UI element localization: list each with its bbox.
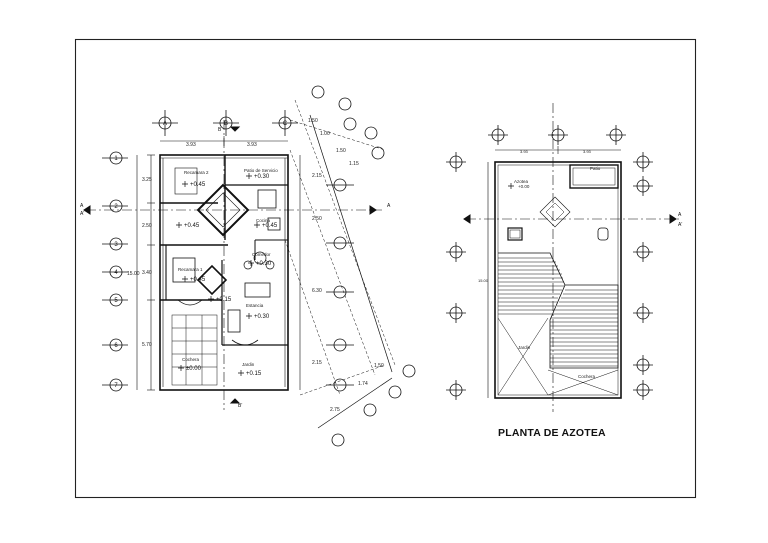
axis-label: 4: [114, 270, 118, 276]
cut-label: B: [218, 127, 222, 133]
dim-text: 1.50: [308, 118, 318, 124]
roof-hatch: [498, 252, 619, 369]
dim-text: 2.50: [142, 223, 152, 229]
room-label: Cochera: [182, 357, 200, 362]
dim-text: 2.75: [330, 407, 340, 413]
room-label: Recamara 1: [178, 267, 203, 272]
level-mark: +0.30: [254, 174, 270, 180]
roof-plan: Azotea Patio Jardin Cochera +0.00 3.93 3…: [446, 103, 682, 412]
dim-text: 3.25: [142, 177, 152, 183]
dim-text: 15.00: [478, 278, 489, 283]
roof-label: Patio: [590, 166, 601, 171]
axis-label: 6: [114, 343, 118, 349]
level-mark: +0.45: [190, 277, 206, 283]
cut-label: A': [678, 222, 682, 228]
axis-label: 3: [114, 242, 118, 248]
roof-label: Azotea: [514, 179, 529, 184]
roof-plan-title: PLANTA DE AZOTEA: [498, 427, 606, 439]
dim-text: 3.93: [186, 142, 196, 148]
room-label: Cocina: [256, 218, 271, 223]
room-label: Recamara 2: [184, 170, 209, 175]
dim-text: 3.93: [583, 149, 592, 154]
level-mark: +0.15: [246, 371, 262, 377]
level-mark: ±0.00: [186, 366, 202, 372]
dim-text: 2.15: [312, 173, 322, 179]
dim-text: 1.50: [336, 148, 346, 154]
room-label: Comedor: [252, 252, 271, 257]
axis-label: A: [163, 121, 167, 127]
room-label: Patio de Servicio: [244, 168, 278, 173]
axis-label: C: [283, 121, 288, 127]
level-mark: +0.30: [256, 261, 272, 267]
cut-label: A: [678, 212, 682, 218]
roof-level: +0.00: [518, 184, 530, 189]
dim-text: 1.15: [349, 161, 359, 167]
axis-label: 2: [114, 204, 118, 210]
level-mark: +0.45: [190, 182, 206, 188]
dim-text: 1.50: [374, 363, 384, 369]
roof-outline: [494, 161, 622, 399]
roof-label: Cochera: [578, 374, 596, 379]
dim-text: 3.93: [247, 142, 257, 148]
dim-text: 1.74: [358, 381, 368, 387]
axis-label: 7: [114, 383, 118, 389]
axis-label: 5: [114, 298, 118, 304]
roof-label: Jardin: [518, 345, 531, 350]
dim-text: 6.30: [312, 288, 322, 294]
dim-text: 1.00: [320, 131, 330, 137]
room-label: Estancia: [246, 303, 264, 308]
ground-floor-plan: Recamara 2 Patio de Servicio Cocina Come…: [80, 85, 416, 447]
room-label: Jardin: [242, 362, 255, 367]
cut-label: A: [387, 203, 391, 209]
dim-text: 3.40: [142, 270, 152, 276]
level-mark: +0.45: [184, 223, 200, 229]
dim-text: 2.15: [312, 360, 322, 366]
cut-label: A': [80, 211, 84, 217]
level-mark: +0.30: [254, 314, 270, 320]
cut-label: B': [238, 403, 242, 409]
cut-label: A: [80, 203, 84, 209]
axis-label: 1: [114, 156, 118, 162]
dim-text: 15.00: [127, 271, 140, 277]
level-mark: +0.45: [262, 223, 278, 229]
axis-label: B: [224, 121, 228, 127]
dim-text: 2.50: [312, 216, 322, 222]
dim-text: 5.70: [142, 342, 152, 348]
dim-text: 3.93: [520, 149, 529, 154]
sheet-border: [74, 38, 697, 499]
